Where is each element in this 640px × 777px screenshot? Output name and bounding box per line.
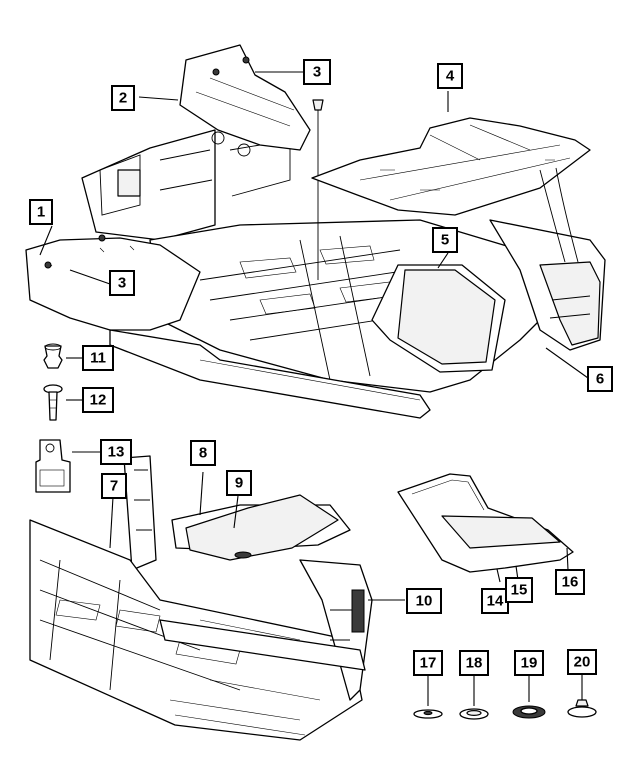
svg-text:2: 2 <box>119 90 127 107</box>
svg-text:3: 3 <box>313 64 321 81</box>
part-18-retainer <box>459 675 489 720</box>
floor-mat-illustration <box>397 473 574 583</box>
svg-text:13: 13 <box>108 444 125 461</box>
part-20-twist-fastener <box>567 674 597 718</box>
callout-14: 14 <box>481 588 509 614</box>
part-19-mat-hook <box>512 675 546 719</box>
svg-text:20: 20 <box>574 654 591 671</box>
callout-13: 13 <box>100 439 132 465</box>
svg-text:16: 16 <box>562 574 579 591</box>
callout-17: 17 <box>413 650 443 676</box>
part-11-push-nut <box>43 343 82 369</box>
svg-text:14: 14 <box>487 593 504 610</box>
callout-9: 9 <box>226 470 252 496</box>
callout-4: 4 <box>437 63 463 89</box>
callout-6: 6 <box>587 366 613 392</box>
callout-7: 7 <box>101 473 127 499</box>
callout-12: 12 <box>82 387 114 413</box>
leader-lines-bottom-left <box>109 471 405 601</box>
callout-19: 19 <box>514 650 544 676</box>
callout-10: 10 <box>406 588 442 614</box>
svg-text:4: 4 <box>446 68 455 85</box>
svg-text:7: 7 <box>110 478 118 495</box>
part-12-bolt <box>43 384 82 421</box>
svg-text:5: 5 <box>441 232 449 249</box>
svg-text:1: 1 <box>37 204 45 221</box>
svg-text:17: 17 <box>420 655 437 672</box>
callout-5: 5 <box>432 227 458 253</box>
svg-text:9: 9 <box>235 475 243 492</box>
floor-pan-illustration <box>25 44 606 419</box>
svg-text:18: 18 <box>466 655 483 672</box>
svg-text:15: 15 <box>511 582 528 599</box>
leader-lines-top <box>39 71 589 379</box>
callout-20: 20 <box>567 649 597 675</box>
callout-11: 11 <box>82 345 114 371</box>
callout-18: 18 <box>459 650 489 676</box>
svg-text:11: 11 <box>90 350 106 367</box>
svg-text:19: 19 <box>521 655 538 672</box>
svg-text:12: 12 <box>90 392 107 409</box>
svg-text:8: 8 <box>199 445 207 462</box>
part-13-anchor-bracket <box>35 439 100 493</box>
callout-16: 16 <box>555 569 585 595</box>
svg-text:6: 6 <box>596 371 604 388</box>
callout-3-lower: 3 <box>109 270 135 296</box>
callout-1: 1 <box>29 199 53 225</box>
part-17-grommet <box>413 675 443 719</box>
callout-3-upper: 3 <box>303 59 331 85</box>
cargo-floor-illustration <box>29 455 373 741</box>
svg-text:10: 10 <box>416 593 433 610</box>
svg-text:3: 3 <box>118 275 126 292</box>
callout-8: 8 <box>190 440 216 466</box>
callout-15: 15 <box>505 577 533 603</box>
callout-2: 2 <box>111 85 135 111</box>
